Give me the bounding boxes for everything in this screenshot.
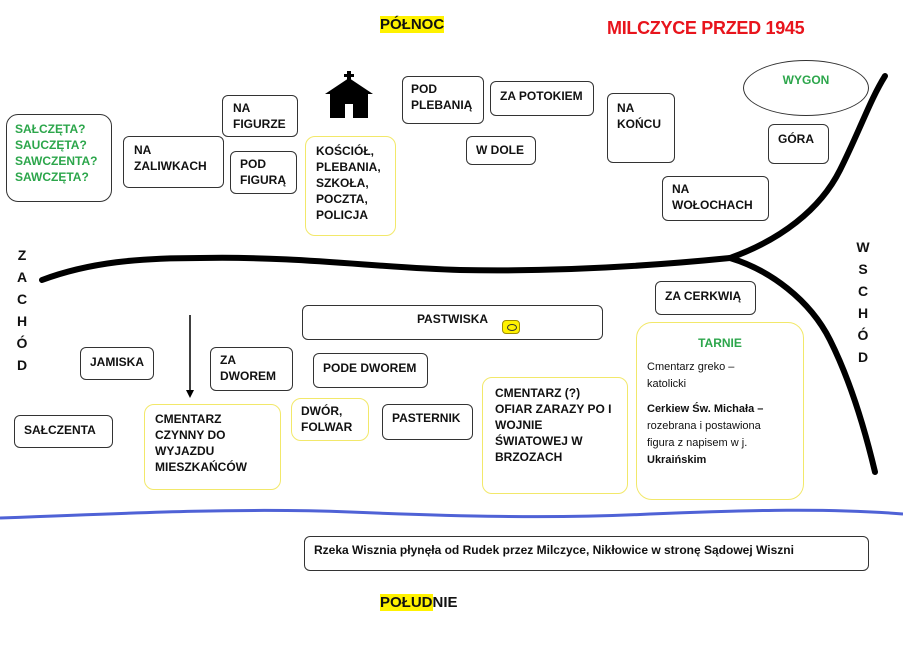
place-tarnie: TARNIE Cmentarz greko –katolicki Cerkiew… <box>636 322 804 500</box>
road-south-east <box>727 255 878 475</box>
place-kosciol: KOŚCIÓŁ,PLEBANIA, SZKOŁA,POCZTA, POLICJA <box>305 136 396 236</box>
river-note <box>304 536 869 571</box>
comment-icon[interactable] <box>502 320 520 334</box>
place-wygon: WYGON <box>743 60 869 116</box>
church-icon <box>325 71 373 118</box>
place-pastwiska: PASTWISKA <box>302 305 603 340</box>
place-jamiska: JAMISKA <box>80 347 154 380</box>
south-label: POŁUDNIE <box>380 594 458 611</box>
road-north-east <box>727 73 888 261</box>
river-note-text: Rzeka Wisznia płynęła od Rudek przez Mil… <box>314 543 794 557</box>
place-dwor: DWÓR,FOLWAR <box>291 398 369 441</box>
river-line <box>0 508 903 520</box>
place-salczenta: SAŁCZENTA <box>14 415 113 448</box>
north-text: PÓŁNOC <box>380 16 445 33</box>
place-w-dole: W DOLE <box>466 136 536 165</box>
map-title: MILCZYCE PRZED 1945 <box>607 18 805 38</box>
place-salczeta: SAŁCZĘTA?SAUCZĘTA? SAWCZENTA?SAWCZĘTA? <box>6 114 112 202</box>
place-za-potokiem: ZA POTOKIEM <box>490 81 594 116</box>
main-road <box>39 254 733 283</box>
place-pode-dworem: PODE DWOREM <box>313 353 428 388</box>
place-za-cerkwia: ZA CERKWIĄ <box>655 281 756 315</box>
place-pasternik: PASTERNIK <box>382 404 473 440</box>
place-gora: GÓRA <box>768 124 829 164</box>
arrow-down-icon <box>186 315 194 398</box>
north-label: PÓŁNOC <box>380 16 445 33</box>
